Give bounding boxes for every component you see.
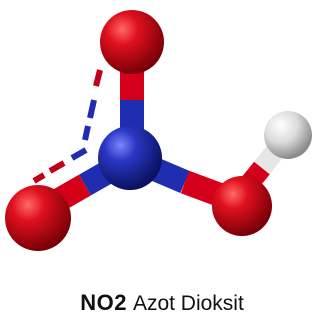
oxygen-atom-left <box>5 185 71 251</box>
dashed-double-bond-top <box>82 69 103 141</box>
ball-and-stick-model <box>5 10 312 251</box>
hydrogen-atom <box>264 111 312 159</box>
oxygen-atom-right <box>212 176 272 236</box>
formula-label: NO2 <box>80 290 127 315</box>
nitrogen-atom <box>98 126 162 190</box>
oxygen-atom-top <box>100 10 164 74</box>
compound-name-label: Azot Dioksit <box>132 292 244 315</box>
dashed-double-bond-left <box>32 147 88 184</box>
